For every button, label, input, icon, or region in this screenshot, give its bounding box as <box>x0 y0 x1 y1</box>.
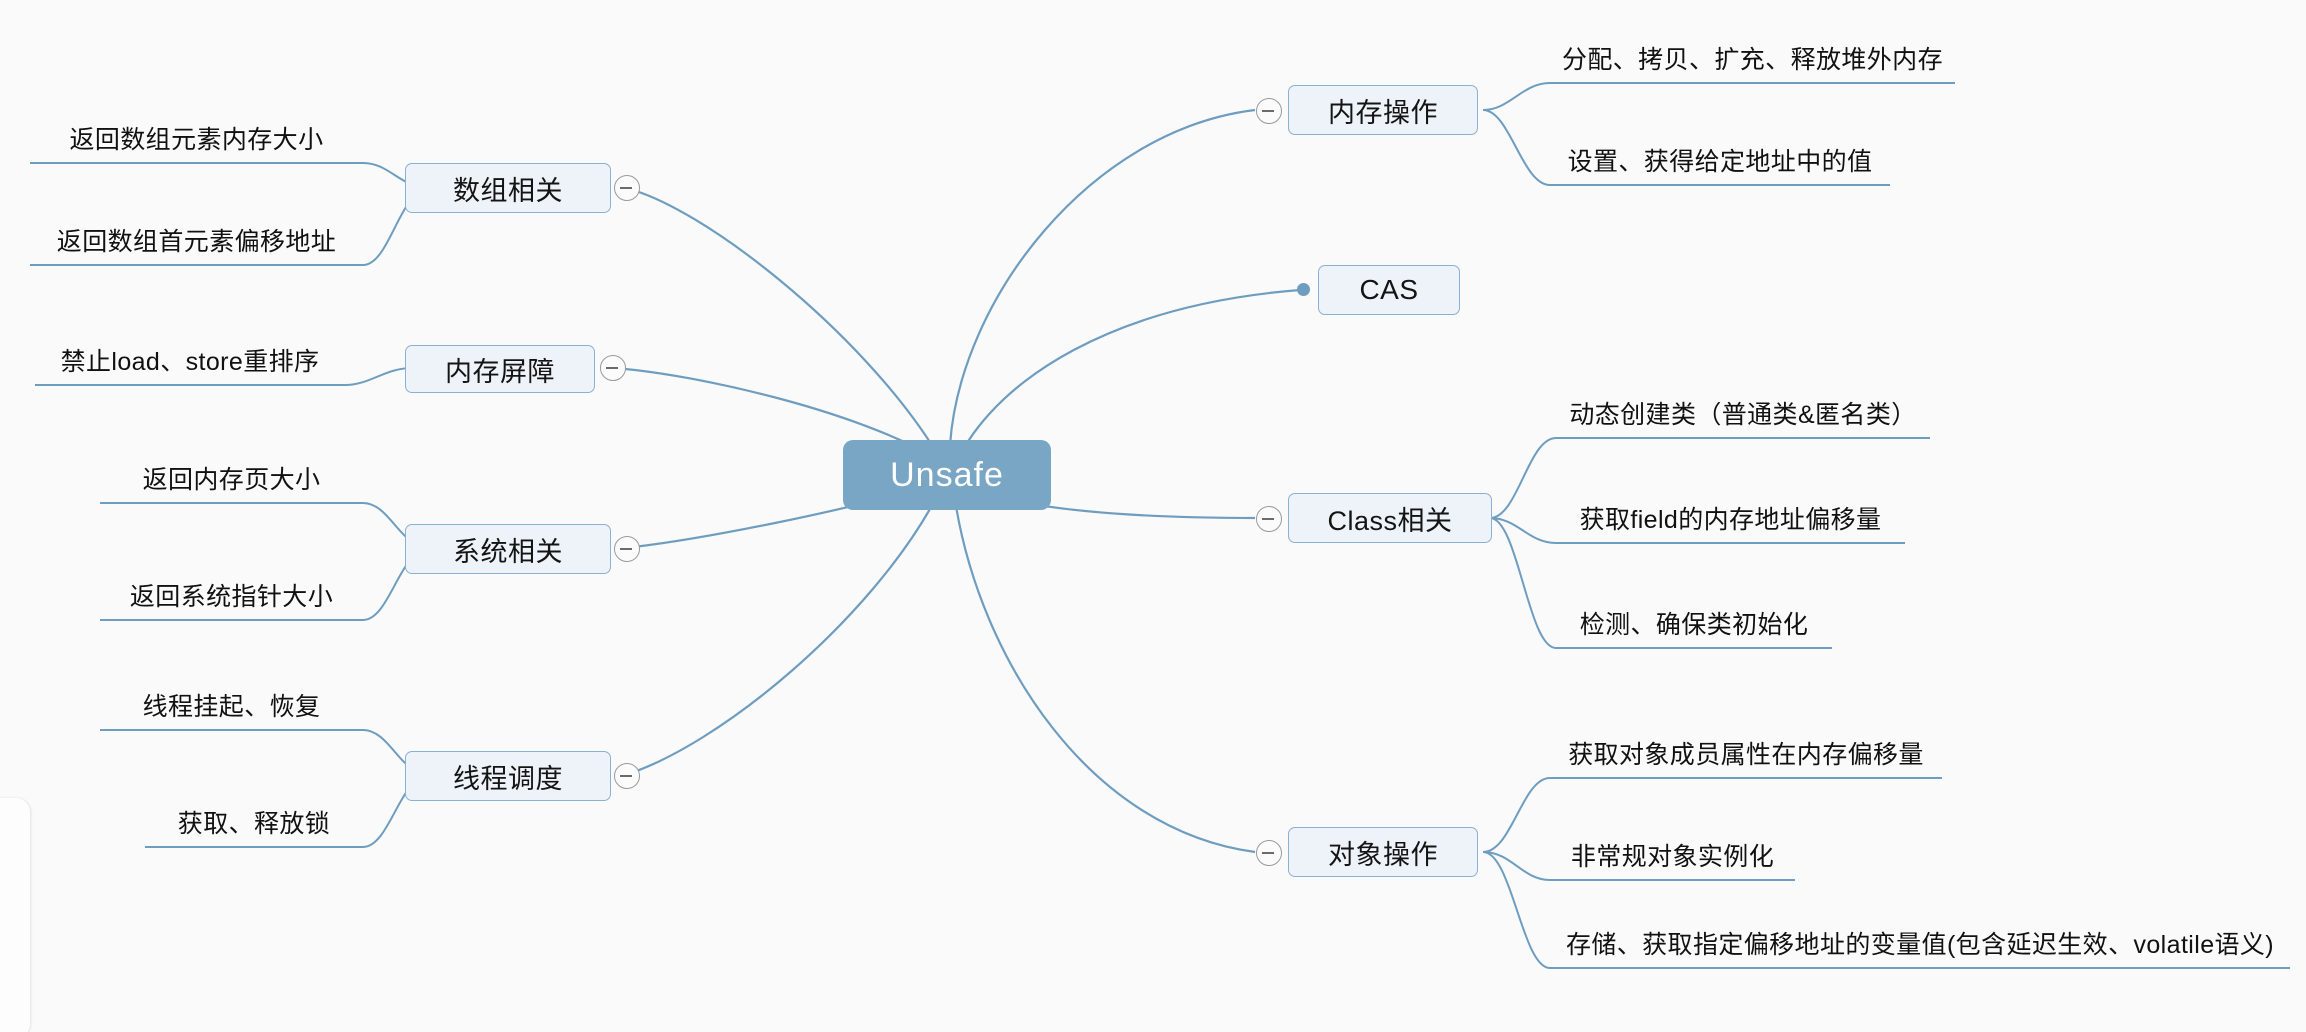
link-root-array <box>624 186 936 451</box>
leaf-allocate-instance[interactable]: 非常规对象实例化 <box>1570 843 1775 871</box>
leaf-offheap-alloc-copy-resize-free[interactable]: 分配、拷贝、扩充、释放堆外内存 <box>1561 46 1943 74</box>
link-mem-c2 <box>1482 109 1890 186</box>
link-cls-c3 <box>1489 517 1832 649</box>
leaf-address-size[interactable]: 返回系统指针大小 <box>129 583 334 611</box>
branch-node-memory-barrier[interactable]: 内存屏障 <box>405 345 595 393</box>
branch-node-class-label: Class相关 <box>1327 505 1453 536</box>
leaf-get-put-address-value[interactable]: 设置、获得给定地址中的值 <box>1567 148 1873 176</box>
branch-node-thread-schedule-label: 线程调度 <box>453 763 563 794</box>
link-obj-c3 <box>1482 851 2290 969</box>
link-obj-c2 <box>1482 851 1795 881</box>
leaf-define-class-anonymous[interactable]: 动态创建类（普通类&匿名类） <box>1569 401 1917 429</box>
collapse-toggle-object-ops[interactable] <box>1256 840 1282 866</box>
leaf-thread-park-unpark[interactable]: 线程挂起、恢复 <box>142 693 321 721</box>
branch-node-cas-label: CAS <box>1359 274 1419 305</box>
collapse-toggle-class[interactable] <box>1256 506 1282 532</box>
branch-node-thread-schedule[interactable]: 线程调度 <box>405 751 611 801</box>
link-root-object <box>953 499 1256 854</box>
collapse-toggle-thread-schedule[interactable] <box>614 763 640 789</box>
root-node-label: Unsafe <box>890 455 1004 494</box>
branch-node-memory-ops[interactable]: 内存操作 <box>1288 85 1478 135</box>
leaf-object-field-offset[interactable]: 获取对象成员属性在内存偏移量 <box>1568 741 1924 769</box>
branch-node-object-ops-label: 对象操作 <box>1328 839 1438 870</box>
link-cls-c1 <box>1489 437 1930 519</box>
leaf-put-get-offset-volatile[interactable]: 存储、获取指定偏移地址的变量值(包含延迟生效、volatile语义) <box>1565 931 2275 959</box>
leaf-field-offset[interactable]: 获取field的内存地址偏移量 <box>1579 506 1882 534</box>
leaf-array-base-offset[interactable]: 返回数组首元素偏移地址 <box>56 228 337 256</box>
leaf-ensure-class-initialized[interactable]: 检测、确保类初始化 <box>1579 611 1809 639</box>
root-node-unsafe[interactable]: Unsafe <box>843 440 1051 510</box>
link-obj-c1 <box>1482 777 1942 853</box>
branch-node-array[interactable]: 数组相关 <box>405 163 611 213</box>
branch-node-memory-barrier-label: 内存屏障 <box>445 356 555 387</box>
branch-node-object-ops[interactable]: 对象操作 <box>1288 827 1478 877</box>
collapse-toggle-system[interactable] <box>614 536 640 562</box>
leaf-forbid-load-store-reorder[interactable]: 禁止load、store重排序 <box>60 348 320 376</box>
collapse-toggle-memory-barrier[interactable] <box>600 355 626 381</box>
leaf-array-element-size[interactable]: 返回数组元素内存大小 <box>69 126 324 154</box>
link-mb-c1 <box>35 367 413 386</box>
branch-node-system[interactable]: 系统相关 <box>405 524 611 574</box>
collapse-toggle-array[interactable] <box>614 175 640 201</box>
branch-node-class[interactable]: Class相关 <box>1288 493 1492 543</box>
collapse-toggle-memory-ops[interactable] <box>1256 98 1282 124</box>
link-root-memory-barrier <box>614 366 931 456</box>
leaf-monitor-enter-exit[interactable]: 获取、释放锁 <box>177 810 331 838</box>
link-thr-c1 <box>100 729 431 776</box>
leaf-page-size[interactable]: 返回内存页大小 <box>142 466 321 494</box>
link-root-memory-ops <box>948 108 1256 446</box>
branch-node-memory-ops-label: 内存操作 <box>1328 97 1438 128</box>
branch-node-cas[interactable]: CAS <box>1318 265 1460 315</box>
link-array-c1 <box>30 162 431 189</box>
link-mem-c1 <box>1482 82 1955 111</box>
link-sys-c1 <box>100 502 431 549</box>
link-root-thread <box>624 499 936 777</box>
link-cls-c2 <box>1489 517 1905 544</box>
branch-node-system-label: 系统相关 <box>453 536 563 567</box>
link-root-cas <box>959 288 1301 456</box>
leaf-bullet-cas[interactable] <box>1297 283 1310 296</box>
branch-node-array-label: 数组相关 <box>453 175 563 206</box>
